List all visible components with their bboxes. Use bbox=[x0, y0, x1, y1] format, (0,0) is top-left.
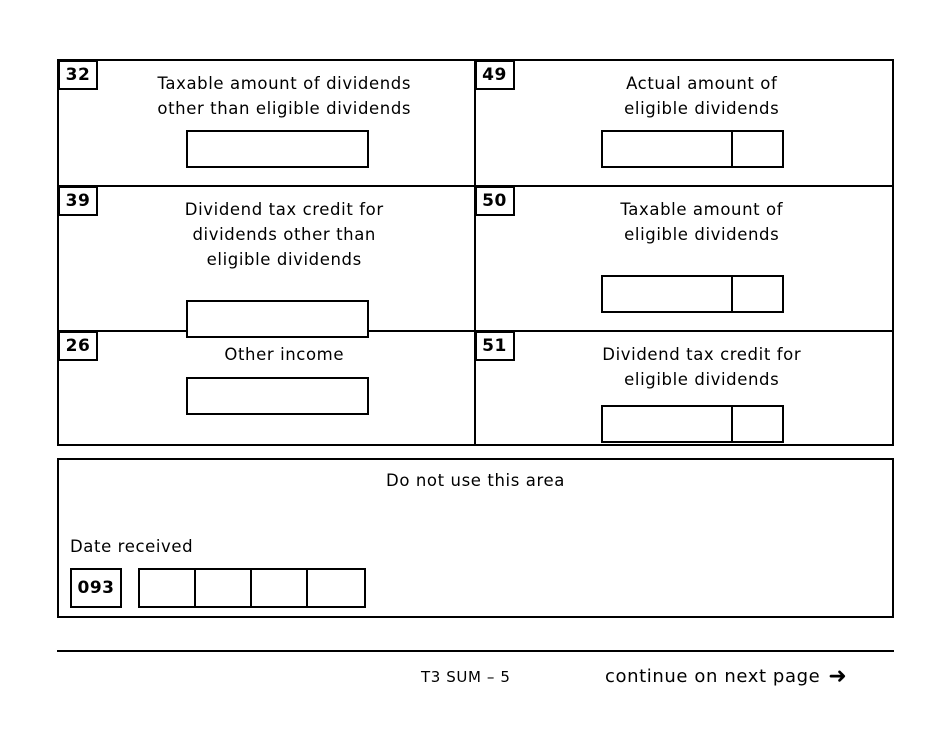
amount-cell-50: 50 Taxable amount of eligible dividends bbox=[474, 186, 893, 330]
dollars-part[interactable] bbox=[188, 302, 367, 336]
dollars-part[interactable] bbox=[603, 277, 731, 311]
amount-label: Dividend tax credit for eligible dividen… bbox=[602, 345, 802, 389]
date-received-row: 093 bbox=[70, 568, 366, 608]
box-number-tag: 51 bbox=[474, 331, 515, 361]
amount-cell-26: 26 Other income bbox=[58, 331, 476, 444]
amount-cell-51: 51 Dividend tax credit for eligible divi… bbox=[474, 331, 893, 444]
amount-field-wrap bbox=[476, 130, 893, 168]
table-row: 39 Dividend tax credit for dividends oth… bbox=[58, 186, 893, 338]
dollars-part[interactable] bbox=[188, 379, 367, 413]
amount-field-wrap bbox=[59, 130, 474, 168]
amount-label: Taxable amount of eligible dividends bbox=[620, 200, 784, 244]
amount-field-wrap bbox=[476, 275, 893, 313]
dollars-part[interactable] bbox=[603, 132, 731, 166]
date-cell[interactable] bbox=[140, 570, 196, 606]
amount-label: Other income bbox=[224, 345, 345, 364]
amount-input-51[interactable] bbox=[600, 405, 784, 443]
date-received-input[interactable] bbox=[138, 568, 366, 608]
amount-label: Taxable amount of dividends other than e… bbox=[157, 74, 412, 118]
date-cell[interactable] bbox=[252, 570, 308, 606]
cents-part[interactable] bbox=[730, 277, 782, 311]
table-row: 26 Other income 51 Dividend tax credit f… bbox=[58, 331, 893, 444]
cents-part[interactable] bbox=[730, 132, 782, 166]
amount-input-32[interactable] bbox=[185, 130, 369, 168]
box-number-tag: 39 bbox=[58, 186, 98, 216]
box-number-tag: 32 bbox=[58, 60, 98, 90]
amount-input-50[interactable] bbox=[600, 275, 784, 313]
arrow-right-icon: ➜ bbox=[828, 664, 848, 689]
form-identifier: T3 SUM – 5 bbox=[421, 668, 511, 686]
date-spacer bbox=[122, 568, 138, 608]
dollars-part[interactable] bbox=[603, 407, 731, 441]
date-code-box: 093 bbox=[70, 568, 122, 608]
amount-input-39[interactable] bbox=[185, 300, 369, 338]
cents-part[interactable] bbox=[730, 407, 782, 441]
date-cell[interactable] bbox=[196, 570, 252, 606]
amount-label: Dividend tax credit for dividends other … bbox=[184, 200, 384, 269]
box-number-tag: 49 bbox=[474, 60, 515, 90]
amount-input-49[interactable] bbox=[600, 130, 784, 168]
amount-field-wrap bbox=[59, 300, 474, 338]
box-number-tag: 50 bbox=[474, 186, 515, 216]
continue-next-page: continue on next page ➜ bbox=[605, 664, 848, 689]
dollars-part[interactable] bbox=[188, 132, 367, 166]
do-not-use-title: Do not use this area bbox=[386, 471, 565, 490]
do-not-use-area: Do not use this area Date received 093 bbox=[57, 458, 894, 618]
amount-field-wrap bbox=[476, 405, 893, 443]
box-number-tag: 26 bbox=[58, 331, 98, 361]
amount-cell-39: 39 Dividend tax credit for dividends oth… bbox=[58, 186, 476, 338]
footer-divider bbox=[57, 650, 894, 652]
amount-cell-32: 32 Taxable amount of dividends other tha… bbox=[58, 60, 476, 185]
continue-label: continue on next page bbox=[605, 665, 821, 687]
table-row: 32 Taxable amount of dividends other tha… bbox=[58, 60, 893, 187]
amount-field-wrap bbox=[59, 377, 474, 415]
date-received-label: Date received bbox=[70, 537, 194, 556]
amount-label: Actual amount of eligible dividends bbox=[624, 74, 780, 118]
amount-input-26[interactable] bbox=[185, 377, 369, 415]
amount-cell-49: 49 Actual amount of eligible dividends bbox=[474, 60, 893, 185]
amounts-table: 32 Taxable amount of dividends other tha… bbox=[57, 59, 894, 446]
date-cell[interactable] bbox=[308, 570, 364, 606]
